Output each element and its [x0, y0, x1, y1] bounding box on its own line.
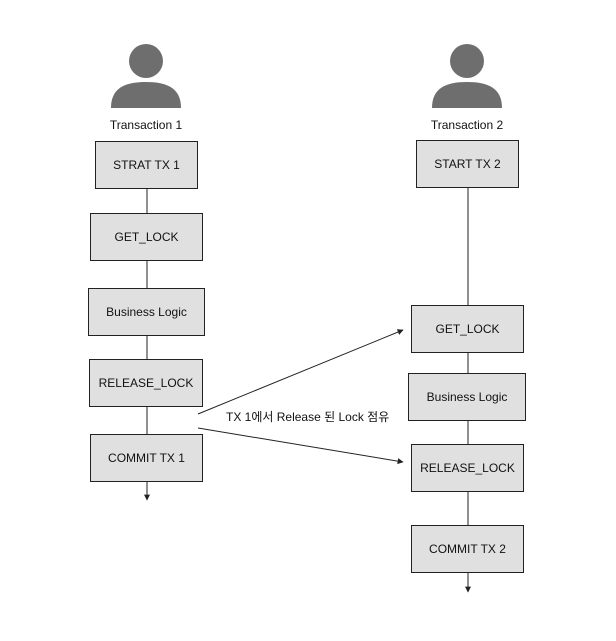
tx1-get-lock-step: GET_LOCK — [90, 213, 203, 261]
handoff-arrow-get-lock — [197, 329, 404, 415]
tx1-release-lock-step: RELEASE_LOCK — [89, 359, 203, 407]
tx2-business-logic-step: Business Logic — [408, 373, 526, 421]
tx2-start-step: START TX 2 — [416, 140, 519, 188]
tx1-commit-step: COMMIT TX 1 — [90, 434, 203, 482]
handoff-arrow-release-lock — [197, 427, 404, 465]
user-icon — [111, 44, 181, 115]
transaction-1-title: Transaction 1 — [109, 118, 183, 132]
handoff-label: TX 1에서 Release 된 Lock 점유 — [224, 408, 392, 425]
tx2-get-lock-step: GET_LOCK — [411, 305, 524, 353]
tx2-commit-step: COMMIT TX 2 — [411, 525, 524, 573]
tx1-start-step: STRAT TX 1 — [95, 141, 198, 189]
transaction-2-title: Transaction 2 — [430, 118, 504, 132]
user-icon — [432, 44, 502, 115]
tx1-business-logic-step: Business Logic — [88, 288, 205, 336]
tx2-release-lock-step: RELEASE_LOCK — [411, 444, 524, 492]
